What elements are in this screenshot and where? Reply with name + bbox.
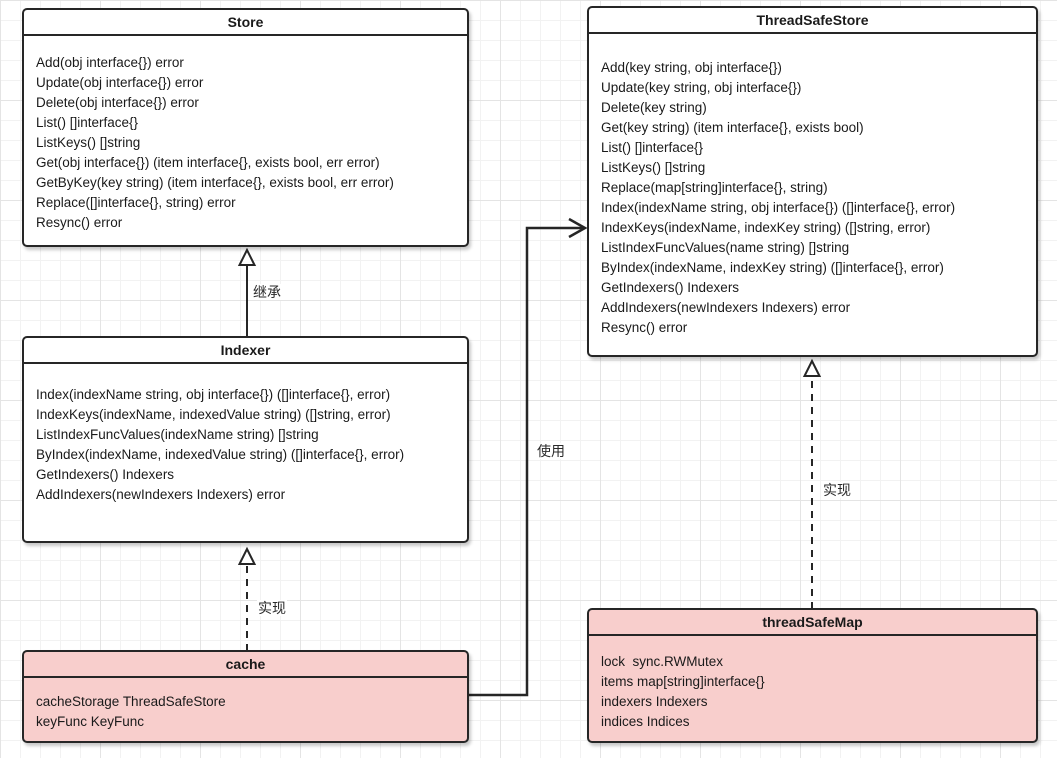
member-line: List() []interface{} <box>601 140 704 155</box>
member-line: ByIndex(indexName, indexedValue string) … <box>36 447 405 462</box>
member-line: keyFunc KeyFunc <box>36 714 145 729</box>
member-line: GetIndexers() Indexers <box>601 280 740 295</box>
member-line: AddIndexers(newIndexers Indexers) error <box>36 487 286 502</box>
class-title-threadsafemap: threadSafeMap <box>589 610 1036 636</box>
class-members-cache: cacheStorage ThreadSafeStore keyFunc KeyF… <box>24 678 467 732</box>
class-box-threadsafestore: ThreadSafeStore Add(key string, obj inte… <box>587 6 1038 357</box>
member-line: Add(key string, obj interface{}) <box>601 60 782 75</box>
member-line: Replace(map[string]interface{}, string) <box>601 180 828 195</box>
member-line: ListIndexFuncValues(indexName string) []… <box>36 427 319 442</box>
class-title-indexer: Indexer <box>24 338 467 364</box>
member-line: Add(obj interface{}) error <box>36 55 184 70</box>
edge-label-inherit: 继承 <box>252 284 282 300</box>
edge-inherit-indexer-store <box>237 247 257 337</box>
class-box-cache: cache cacheStorage ThreadSafeStore keyFun… <box>22 650 469 743</box>
member-line: Update(key string, obj interface{}) <box>601 80 802 95</box>
member-line: Delete(obj interface{}) error <box>36 95 199 110</box>
edge-label-realize-right: 实现 <box>822 482 852 498</box>
member-line: Resync() error <box>36 215 123 230</box>
class-members-threadsafemap: lock sync.RWMutex items map[string]interf… <box>589 636 1036 732</box>
edge-label-realize-left: 实现 <box>257 600 287 616</box>
class-title-cache: cache <box>24 652 467 678</box>
member-line: AddIndexers(newIndexers Indexers) error <box>601 300 851 315</box>
edge-realize-threadsafemap-threadsafestore <box>802 358 822 609</box>
member-line: ListKeys() []string <box>601 160 706 175</box>
member-line: Update(obj interface{}) error <box>36 75 204 90</box>
class-box-threadsafemap: threadSafeMap lock sync.RWMutex items map… <box>587 608 1038 743</box>
class-title-threadsafestore: ThreadSafeStore <box>589 8 1036 34</box>
member-line: List() []interface{} <box>36 115 139 130</box>
class-box-indexer: Indexer Index(indexName string, obj inte… <box>22 336 469 543</box>
class-members-threadsafestore: Add(key string, obj interface{}) Update(k… <box>589 34 1036 338</box>
edge-realize-cache-indexer <box>237 546 257 651</box>
member-line: ListIndexFuncValues(name string) []strin… <box>601 240 850 255</box>
member-line: GetByKey(key string) (item interface{}, … <box>36 175 394 190</box>
member-line: Delete(key string) <box>601 100 707 115</box>
member-line: Get(key string) (item interface{}, exist… <box>601 120 864 135</box>
member-line: ByIndex(indexName, indexKey string) ([]i… <box>601 260 944 275</box>
member-line: indices Indices <box>601 714 690 729</box>
edge-use-cache-threadsafestore <box>469 217 588 697</box>
member-line: Get(obj interface{}) (item interface{}, … <box>36 155 380 170</box>
member-line: ListKeys() []string <box>36 135 141 150</box>
member-line: Index(indexName string, obj interface{})… <box>601 200 956 215</box>
member-line: cacheStorage ThreadSafeStore <box>36 694 226 709</box>
member-line: GetIndexers() Indexers <box>36 467 175 482</box>
member-line: Index(indexName string, obj interface{})… <box>36 387 391 402</box>
member-line: Resync() error <box>601 320 688 335</box>
member-line: indexers Indexers <box>601 694 708 709</box>
class-members-indexer: Index(indexName string, obj interface{})… <box>24 364 467 505</box>
member-line: lock sync.RWMutex <box>601 654 724 669</box>
member-line: IndexKeys(indexName, indexedValue string… <box>36 407 391 422</box>
class-title-store: Store <box>24 10 467 36</box>
member-line: IndexKeys(indexName, indexKey string) ([… <box>601 220 931 235</box>
edge-label-use: 使用 <box>536 443 566 459</box>
member-line: Replace([]interface{}, string) error <box>36 195 236 210</box>
member-line: items map[string]interface{} <box>601 674 765 689</box>
